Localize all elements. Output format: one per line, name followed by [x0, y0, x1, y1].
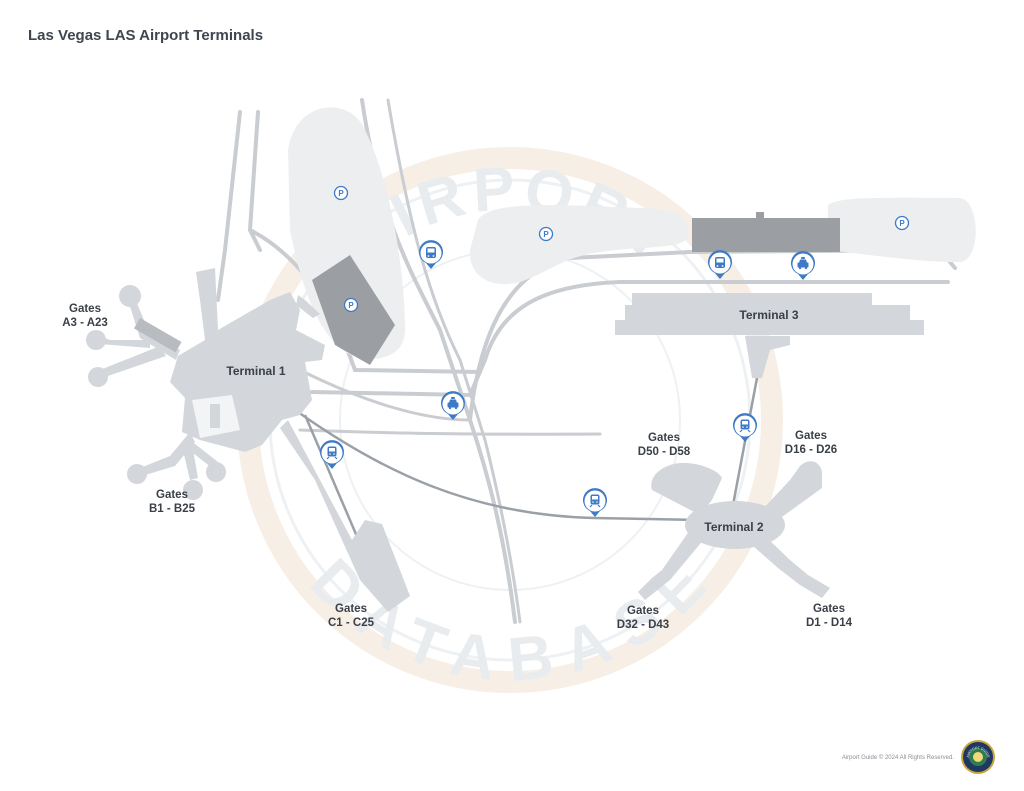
terminal-1-label: Terminal 1 [226, 364, 285, 378]
terminal-1-garage-strip [134, 318, 182, 353]
gates-d16-title: Gates [795, 430, 827, 442]
svg-text:P: P [338, 189, 344, 198]
terminal-3-connector [745, 336, 790, 378]
terminal-2-hub [685, 501, 785, 549]
gates-b-range: B1 - B25 [149, 503, 196, 515]
gates-d50-range: D50 - D58 [638, 446, 691, 458]
terminal-3-complex [615, 293, 924, 378]
tram-icon[interactable] [733, 413, 757, 442]
gates-c-title: Gates [335, 603, 367, 615]
svg-text:P: P [348, 301, 354, 310]
concourse-d-northeast [760, 461, 822, 522]
footer: Airport Guide © 2024 All Rights Reserved… [842, 740, 995, 774]
svg-text:P: P [899, 219, 905, 228]
terminal-3-garage [692, 218, 840, 252]
gates-b-title: Gates [156, 489, 188, 501]
gates-c-range: C1 - C25 [328, 617, 375, 629]
gates-d32-title: Gates [627, 605, 659, 617]
tram-icon[interactable] [583, 488, 607, 517]
copyright-text: Airport Guide © 2024 All Rights Reserved… [842, 754, 954, 761]
gates-a-title: Gates [69, 303, 101, 315]
tram-icon[interactable] [320, 440, 344, 469]
page-title: Las Vegas LAS Airport Terminals [28, 27, 264, 44]
parking-icon[interactable]: P [333, 185, 349, 201]
terminal-1-jetway [296, 295, 320, 318]
gates-d50-title: Gates [648, 432, 680, 444]
parking-area-central [469, 205, 689, 285]
bus-icon[interactable] [708, 250, 732, 279]
gates-a-range: A3 - A23 [62, 317, 108, 329]
gate-labels: Gates A3 - A23 Gates B1 - B25 Gates C1 -… [62, 303, 852, 631]
terminal-1-building [170, 268, 325, 452]
terminal-2-label: Terminal 2 [704, 520, 763, 534]
parking-icon[interactable]: P [538, 226, 554, 242]
transport-markers [320, 240, 815, 517]
taxi-icon[interactable] [441, 391, 465, 420]
terminal-labels: Terminal 1 Terminal 3 Terminal 2 [226, 308, 798, 534]
gates-d1-title: Gates [813, 603, 845, 615]
parking-areas [288, 107, 976, 365]
concourse-d-southeast [752, 536, 830, 598]
parking-icon[interactable]: P [343, 297, 359, 313]
gates-d16-range: D16 - D26 [785, 444, 837, 456]
concourse-d-southwest [638, 530, 705, 600]
parking-symbols: P P P P [333, 185, 910, 313]
bus-icon[interactable] [419, 240, 443, 269]
concourse-c [280, 420, 410, 612]
terminal-3-building [615, 293, 924, 335]
concourse-d-northwest [651, 462, 722, 515]
concourse-b [140, 432, 195, 476]
parking-icon[interactable]: P [894, 215, 910, 231]
gates-d32-range: D32 - D43 [617, 619, 669, 631]
terminal-3-label: Terminal 3 [739, 308, 798, 322]
svg-text:P: P [543, 230, 549, 239]
terminal-1-complex [86, 268, 410, 612]
terminal-2-complex [638, 461, 830, 600]
taxi-icon[interactable] [791, 251, 815, 280]
airport-guide-seal: AIRPORT GUIDE [961, 740, 995, 774]
gates-d1-range: D1 - D14 [806, 617, 853, 629]
